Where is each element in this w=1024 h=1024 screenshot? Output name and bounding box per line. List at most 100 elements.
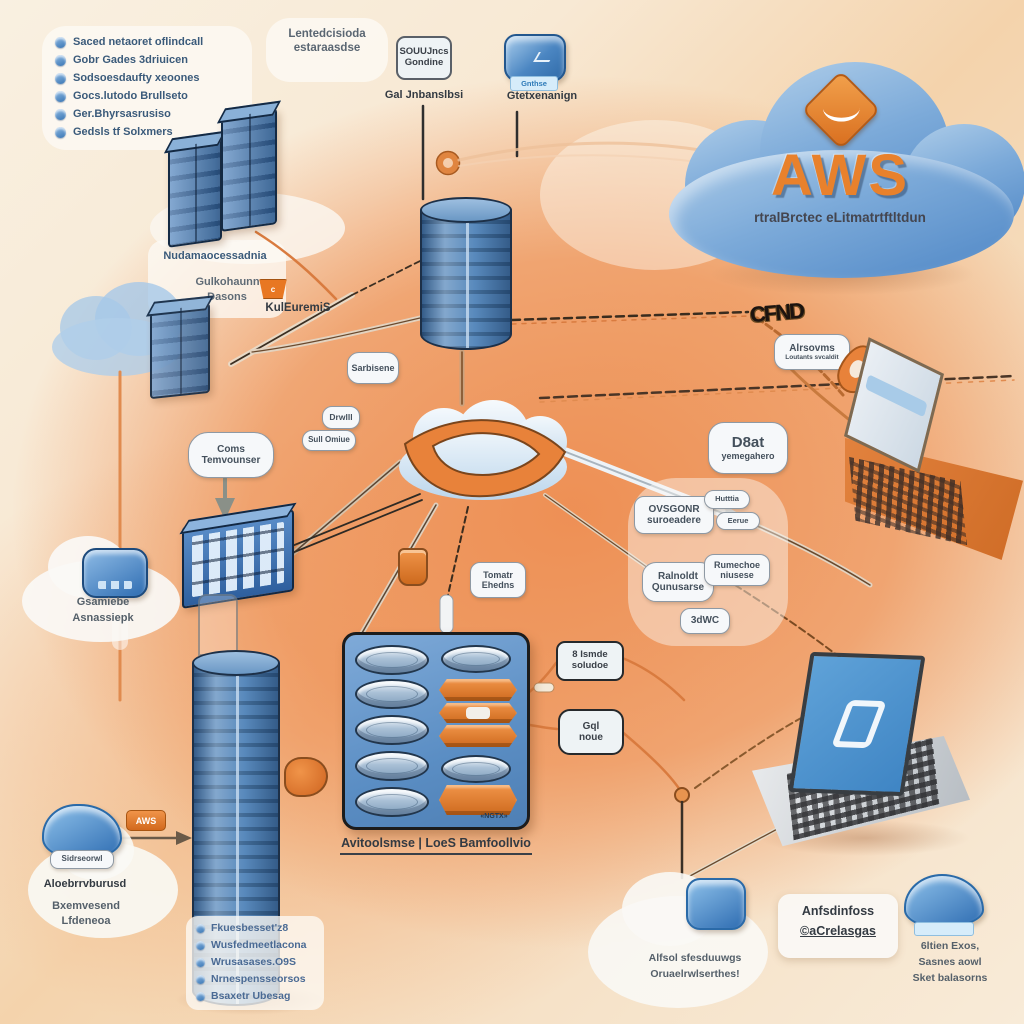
disk-icon xyxy=(355,679,429,709)
list-backdrop xyxy=(42,26,252,150)
bullet-icon xyxy=(196,923,205,933)
aws-cloud-subtitle: rtralBrctec eLitmatrtftltdun xyxy=(754,210,926,225)
lock-glyph-icon: CFND xyxy=(748,297,805,328)
hex-slot-icon xyxy=(439,679,517,701)
bullet-icon xyxy=(196,991,205,1001)
jar-icon xyxy=(398,548,428,586)
service-box-label: Gal Jnbanslbsi xyxy=(384,89,464,101)
cloud-drop-icon xyxy=(904,874,984,928)
bullet-icon xyxy=(55,54,66,66)
list-item-label: Saced netaoret oflindcall xyxy=(73,36,204,48)
bullet-icon xyxy=(196,940,205,950)
left-cluster-line1: Gulkohaunnean xyxy=(195,276,279,288)
bubble-alrsovms: Alrsovms Loutants svcaldit xyxy=(774,334,850,370)
hex-slot-icon xyxy=(439,703,517,723)
bottom-left-caption: Aloebrrvburusd xyxy=(43,878,127,890)
server-tower-icon xyxy=(221,108,277,232)
list-item: Saced netaoret oflindcall xyxy=(55,36,203,48)
bullet-icon xyxy=(55,108,66,120)
blob-line2: Sasnes aowl xyxy=(918,956,982,968)
cloud-cube-icon xyxy=(686,878,746,930)
bottom-list-backdrop xyxy=(186,916,324,1010)
router-cloud-line1: Gsamiebe xyxy=(76,596,130,608)
blob-line3: Sket balasorns xyxy=(912,972,988,984)
bubble-d8at: D8at yemegahero xyxy=(708,422,788,474)
feature-list-top-left: Saced netaoret oflindcall Gobr Gades 3dr… xyxy=(55,36,203,138)
laptop-screen xyxy=(788,651,926,797)
left-cluster-line2: Dasons xyxy=(207,291,247,303)
bubble-sarbisene: Sarbisene xyxy=(347,352,399,384)
list-item-label: Gedsls tf Solxmers xyxy=(73,126,173,138)
list-item: Wrusasases.O9S xyxy=(196,956,307,968)
box-ismde-soludoe: 8 Ismde soludoe xyxy=(556,641,624,681)
aws-cloud: AWS rtralBrctec eLitmatrtftltdun xyxy=(655,58,1024,298)
list-item-label: Ger.Bhyrsasrusiso xyxy=(73,108,171,120)
list-item-label: Gobr Gades 3driuicen xyxy=(73,54,188,66)
disk-icon xyxy=(441,645,511,673)
bullet-icon xyxy=(196,974,205,984)
glass-door-icon xyxy=(198,594,238,656)
bucket-icon: c xyxy=(259,279,287,299)
panel-corner-label: «NGTX» xyxy=(480,813,508,820)
list-item-label: Sodsoesdaufty xeoones xyxy=(73,72,200,84)
bubble-sidrseorwl: Sidrseorwl xyxy=(50,850,114,869)
service-box-line1: SOUUJncs xyxy=(399,46,449,58)
service-box: SOUUJncs Gondine xyxy=(396,36,452,80)
bubble-huttia: Hutttia xyxy=(704,490,750,509)
list-item: Bsaxetr Ubesag xyxy=(196,990,307,1002)
service-box-line2: Gondine xyxy=(404,57,444,68)
box-gql-noue: Gql noue xyxy=(558,709,624,755)
bubble-sull-omiue: Sull Omiue xyxy=(302,430,356,451)
list-item: Gocs.lutodo Brullseto xyxy=(55,90,203,102)
hex-slot-icon xyxy=(439,725,517,747)
bullet-icon xyxy=(196,957,205,967)
bubble-3dwc: 3dWC xyxy=(680,608,730,634)
shield-swoosh-icon xyxy=(403,419,567,498)
gateway-device-icon xyxy=(504,34,566,82)
bubble-ralnoldt: Ralnoldt Qunusarse xyxy=(642,562,714,602)
ann-box-line1: Anfsdinfoss xyxy=(801,904,875,918)
gateway-device-label: Gtetxenanign xyxy=(506,90,578,102)
list-item: Gobr Gades 3driuicen xyxy=(55,54,203,66)
cloud-base xyxy=(669,150,1014,278)
top-caption-line2: estaraasdse xyxy=(293,41,361,54)
server-tower-icon xyxy=(168,138,222,248)
bullet-icon xyxy=(55,126,66,138)
list-item: Fkuesbesset'z8 xyxy=(196,922,307,934)
disk-icon xyxy=(355,715,429,745)
bubble-coms-temvounser: Coms Temvounser xyxy=(188,432,274,478)
hex-slot-icon xyxy=(439,785,517,815)
security-cloud xyxy=(395,400,573,508)
mascot-icon xyxy=(284,757,328,797)
router-icon xyxy=(82,548,148,598)
storage-array-panel: «NGTX» xyxy=(342,632,530,830)
cloud-drop-band xyxy=(914,922,974,936)
storage-panel-caption: Avitoolsmse | LoeS Bamfoollvio xyxy=(340,836,532,855)
list-item: Nrnespensseorsos xyxy=(196,973,307,985)
bottom-cloud-line1: Alfsol sfesduuwgs xyxy=(648,952,742,964)
bullet-icon xyxy=(55,36,66,48)
gateway-device-band: Gnthse xyxy=(510,76,558,91)
bullet-icon xyxy=(55,72,66,84)
disk-icon xyxy=(355,645,429,675)
bubble-eerue: Eerue xyxy=(716,512,760,530)
ann-box-backdrop xyxy=(778,894,898,958)
left-cluster-caption: Nudamaocessadnia xyxy=(163,250,267,262)
bottom-cloud-line2: Oruaelrwlserthes! xyxy=(650,968,740,980)
ann-box-line2: ©aCrelasgas xyxy=(800,924,876,938)
left-cluster-side-label: KulEuremiS xyxy=(265,302,331,314)
bubble-rumechoe: Rumechoe niusese xyxy=(704,554,770,586)
bubble-drwl: Drwlll xyxy=(322,406,360,429)
list-item: Ger.Bhyrsasrusiso xyxy=(55,108,203,120)
aws-badge: AWS xyxy=(126,810,166,831)
server-tower-icon xyxy=(150,302,210,400)
list-item: Sodsoesdaufty xeoones xyxy=(55,72,203,84)
list-item: Gedsls tf Solxmers xyxy=(55,126,203,138)
disk-icon xyxy=(355,751,429,781)
router-cloud-line2: Asnassiepk xyxy=(72,612,134,624)
bubble-tomatr-ehedns: Tomatr Ehedns xyxy=(470,562,526,598)
top-caption: Lentedcisioda estaraasdse xyxy=(266,28,388,55)
top-caption-line1: Lentedcisioda xyxy=(288,28,366,40)
list-item-label: Gocs.lutodo Brullseto xyxy=(73,90,188,102)
